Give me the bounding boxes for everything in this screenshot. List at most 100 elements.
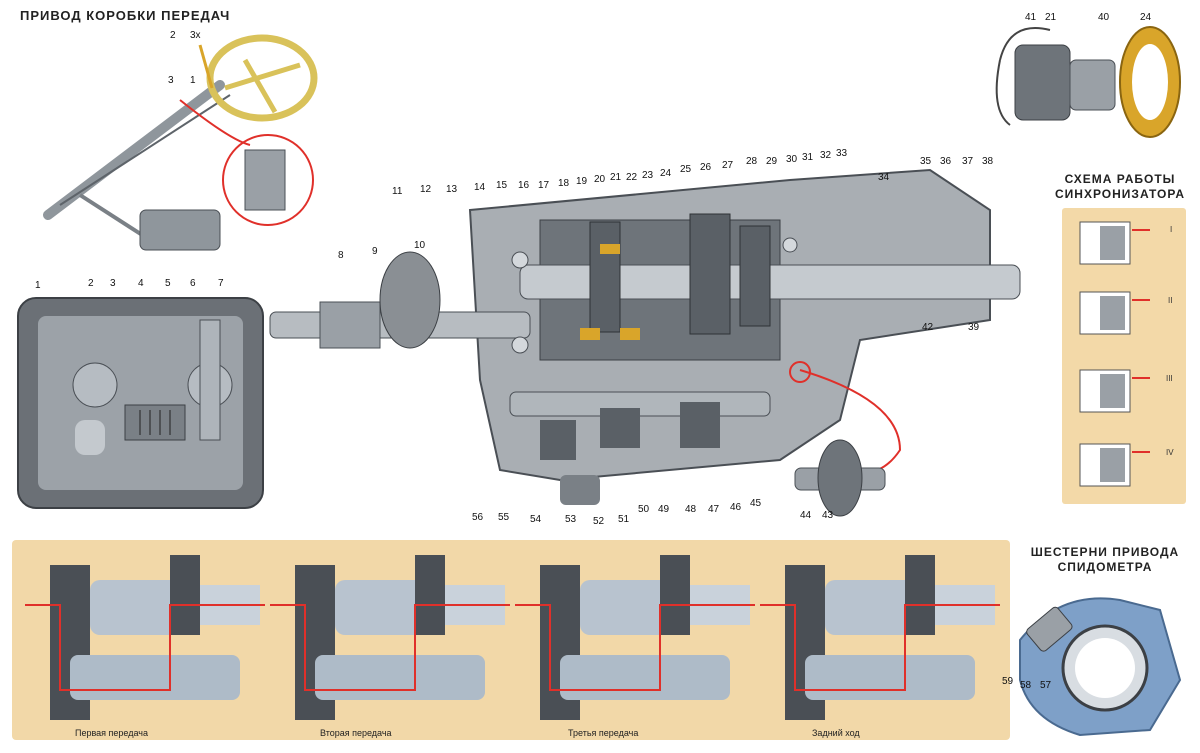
steering-column-assembly [43, 34, 318, 251]
part-number-label: 3х [190, 30, 201, 41]
power-flow-line [270, 604, 510, 691]
part-number-label: 49 [658, 504, 670, 515]
sync-scheme-diagrams [1079, 221, 1150, 487]
countershaft-block [560, 655, 730, 700]
gearbox-linkage-box [139, 209, 221, 251]
part-number-label: 32 [820, 150, 832, 161]
part-number-label: 2 [170, 30, 176, 41]
part-number-label: 2 [88, 278, 94, 289]
speedometer-gears [1019, 597, 1182, 737]
part-number-label: 36 [940, 156, 952, 167]
page-title: ПРИВОД КОРОБКИ ПЕРЕДАЧ [20, 8, 231, 23]
part-number-label: 38 [982, 156, 994, 167]
part-number-label: 7 [218, 278, 224, 289]
caption-third-gear: Третья передача [568, 728, 639, 738]
part-number-label: IV [1166, 448, 1174, 457]
power-flow-line [515, 604, 755, 691]
part-number-label: 3 [168, 75, 174, 86]
synchronizer-exploded [995, 26, 1181, 138]
part-number-label: 24 [660, 168, 672, 179]
part-number-label: 30 [786, 154, 798, 165]
part-number-label: 10 [414, 240, 426, 251]
part-number-label: 43 [822, 510, 834, 521]
part-number-label: 19 [576, 176, 588, 187]
part-number-label: 40 [1098, 12, 1110, 23]
part-number-label: 58 [1020, 680, 1032, 691]
part-number-label: 11 [392, 186, 403, 197]
part-number-label: 3 [110, 278, 116, 289]
part-number-label: 29 [766, 156, 778, 167]
countershaft-block [315, 655, 485, 700]
part-number-label: 50 [638, 504, 650, 515]
part-number-label: 14 [474, 182, 486, 193]
part-number-label: 48 [685, 504, 697, 515]
part-number-label: 47 [708, 504, 720, 515]
part-number-label: 45 [750, 498, 762, 509]
part-number-label: 17 [538, 180, 550, 191]
part-number-label: 15 [496, 180, 508, 191]
part-number-label: 21 [610, 172, 622, 183]
part-number-label: 13 [446, 184, 458, 195]
part-number-label: 57 [1040, 680, 1052, 691]
gear-block [415, 555, 445, 635]
caption-second-gear: Вторая передача [320, 728, 392, 738]
part-number-label: 37 [962, 156, 974, 167]
part-number-label: 1 [35, 280, 41, 291]
part-number-label: 33 [836, 148, 848, 159]
part-number-label: III [1166, 374, 1173, 383]
speedo-title-line2: СПИДОМЕТРА [1057, 560, 1153, 574]
part-number-label: 31 [802, 152, 814, 163]
sync-title-line1: СХЕМА РАБОТЫ [1064, 172, 1176, 186]
part-number-label: 8 [338, 250, 344, 261]
part-number-label: 22 [626, 172, 638, 183]
gear-flow-diagrams [25, 555, 1000, 720]
part-number-label: 51 [618, 514, 630, 525]
power-flow-line [760, 604, 1000, 691]
power-flow-line [25, 604, 265, 691]
part-number-label: 21 [1045, 12, 1057, 23]
front-flange [379, 251, 441, 349]
part-number-label: 20 [594, 174, 606, 185]
countershaft-block [805, 655, 975, 700]
countershaft-block [70, 655, 240, 700]
part-number-label: 39 [968, 322, 980, 333]
sync-scheme-title: СХЕМА РАБОТЫ СИНХРОНИЗАТОРА [1050, 172, 1190, 202]
caption-first-gear: Первая передача [75, 728, 148, 738]
gear-block [660, 555, 690, 635]
part-number-label: 55 [498, 512, 510, 523]
top-cover-view [17, 297, 264, 509]
synchro-hub [580, 580, 670, 635]
reverse-idler-gear [794, 439, 886, 517]
drain-plug [560, 475, 600, 505]
part-number-label: 54 [530, 514, 542, 525]
part-number-label: 34 [878, 172, 890, 183]
part-number-label: 18 [558, 178, 570, 189]
speedo-title-line1: ШЕСТЕРНИ ПРИВОДА [1030, 545, 1180, 559]
part-number-label: 27 [722, 160, 734, 171]
part-number-label: 9 [372, 246, 378, 257]
part-number-label: 23 [642, 170, 654, 181]
part-number-label: 5 [165, 278, 171, 289]
gearbox-cutaway [269, 168, 1021, 505]
part-number-label: 4 [138, 278, 144, 289]
gear-block [170, 555, 200, 635]
part-number-label: II [1168, 296, 1173, 305]
part-number-label: 35 [920, 156, 932, 167]
synchro-hub [825, 580, 915, 635]
part-number-label: 12 [420, 184, 432, 195]
shift-lever [198, 44, 214, 89]
part-number-label: 41 [1025, 12, 1037, 23]
speedometer-gears-title: ШЕСТЕРНИ ПРИВОДА СПИДОМЕТРА [1020, 545, 1190, 575]
part-number-label: 6 [190, 278, 196, 289]
part-number-label: 46 [730, 502, 742, 513]
part-number-label: 1 [190, 75, 196, 86]
sync-title-line2: СИНХРОНИЗАТОРА [1055, 187, 1185, 201]
part-number-label: 24 [1140, 12, 1152, 23]
part-number-label: 56 [472, 512, 484, 523]
part-number-label: I [1170, 225, 1173, 234]
part-number-label: 28 [746, 156, 758, 167]
part-number-label: 26 [700, 162, 712, 173]
caption-reverse-gear: Задний ход [812, 728, 860, 738]
part-number-label: 16 [518, 180, 530, 191]
